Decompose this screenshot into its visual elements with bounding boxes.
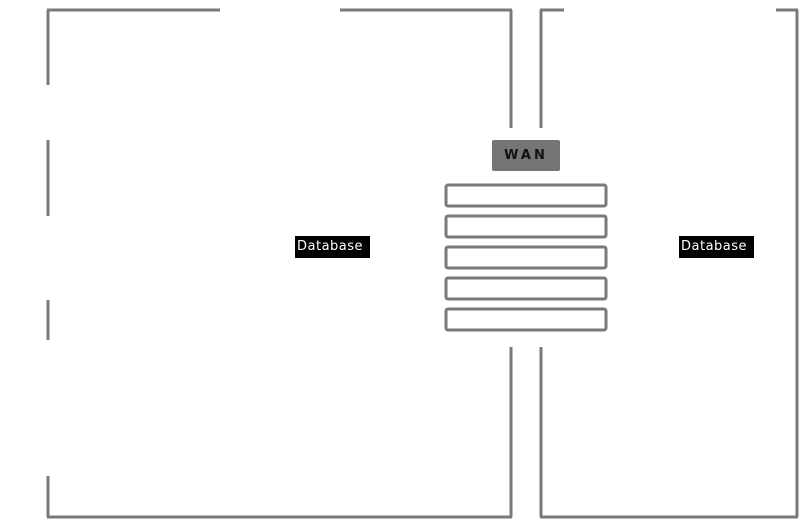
rack-slot bbox=[444, 183, 608, 208]
wan-box bbox=[492, 140, 560, 171]
server-rack bbox=[444, 183, 608, 332]
right-database-label: Database bbox=[679, 236, 754, 258]
rack-slot bbox=[444, 214, 608, 239]
wan-label: WAN bbox=[504, 148, 548, 163]
left-region-boundary bbox=[46, 8, 513, 519]
rack-slot bbox=[444, 276, 608, 301]
rack-slot bbox=[444, 307, 608, 332]
rack-slot bbox=[444, 245, 608, 270]
left-database-label: Database bbox=[295, 236, 370, 258]
right-region-boundary bbox=[539, 8, 799, 519]
